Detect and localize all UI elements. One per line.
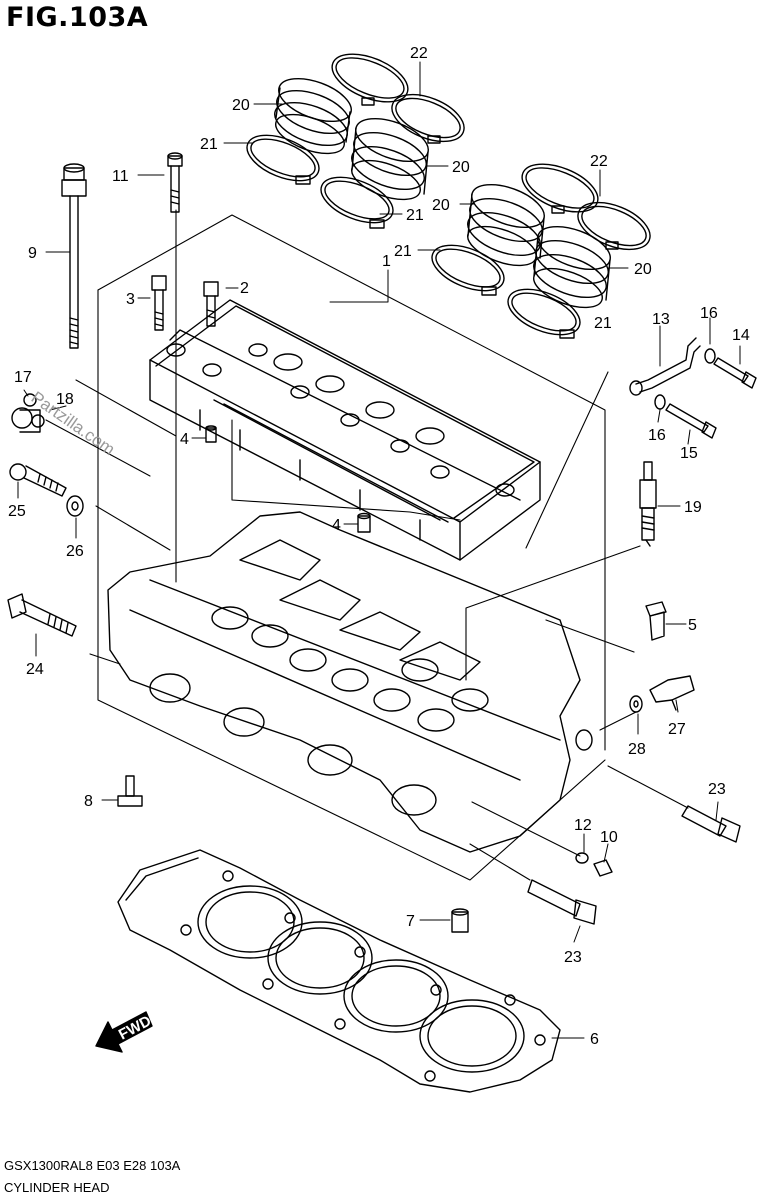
fwd-direction-arrow: FWD: [95, 1011, 154, 1053]
callout-22[interactable]: 22: [590, 153, 608, 170]
cylinder-head[interactable]: [107, 511, 593, 853]
callout-13[interactable]: 13: [652, 311, 670, 328]
callout-6[interactable]: 6: [590, 1031, 599, 1048]
bolt-23-right[interactable]: [681, 805, 741, 843]
callout-2[interactable]: 2: [240, 280, 249, 297]
intake-boot-20-middle[interactable]: [346, 110, 434, 207]
intake-boot-20-upper-left[interactable]: [269, 70, 357, 161]
bolt-8[interactable]: [117, 775, 143, 807]
clamp-21-right-lower[interactable]: [502, 280, 587, 344]
bolt-2[interactable]: [203, 281, 219, 327]
callout-19[interactable]: 19: [684, 499, 702, 516]
camshaft-holder-1[interactable]: [149, 299, 541, 561]
bolt-14[interactable]: [713, 357, 757, 389]
callout-leaders: [17, 61, 741, 1039]
callout-26[interactable]: 26: [66, 543, 84, 560]
clamp-21-middle[interactable]: [315, 168, 400, 232]
callout-10[interactable]: 10: [600, 829, 618, 846]
assembly-boundary-lines: [45, 209, 689, 881]
callout-28[interactable]: 28: [628, 741, 646, 758]
washer-12[interactable]: [575, 852, 589, 864]
callout-16[interactable]: 16: [700, 305, 718, 322]
dowel-pin-7[interactable]: [451, 908, 469, 933]
clamp-22-right-lower[interactable]: [571, 193, 656, 259]
callout-21[interactable]: 21: [406, 207, 424, 224]
sensor-5[interactable]: [645, 601, 667, 641]
callout-7[interactable]: 7: [406, 913, 415, 930]
callout-23[interactable]: 23: [708, 781, 726, 798]
callout-11[interactable]: 11: [112, 168, 129, 185]
clamp-22-right[interactable]: [385, 85, 470, 151]
bolt-15[interactable]: [665, 403, 717, 439]
bolt-3[interactable]: [151, 275, 167, 331]
callout-24[interactable]: 24: [26, 661, 44, 678]
footer-section-name: CYLINDER HEAD: [4, 1180, 110, 1195]
bolt-10[interactable]: [593, 859, 613, 877]
callout-22[interactable]: 22: [410, 45, 428, 62]
callout-9[interactable]: 9: [28, 245, 37, 262]
spark-plug-19[interactable]: [639, 461, 657, 547]
callout-20[interactable]: 20: [432, 197, 450, 214]
bolt-23-bottom[interactable]: [527, 879, 597, 925]
stud-bolt-9[interactable]: [61, 163, 87, 349]
bolt-11[interactable]: [167, 152, 183, 213]
washer-28[interactable]: [629, 695, 643, 713]
callout-23[interactable]: 23: [564, 949, 582, 966]
callout-20[interactable]: 20: [634, 261, 652, 278]
clamp-21-right-upper[interactable]: [426, 236, 511, 300]
dowel-pin-4-lower[interactable]: [357, 512, 371, 533]
callout-3[interactable]: 3: [126, 291, 135, 308]
callout-21[interactable]: 21: [394, 243, 412, 260]
sensor-27[interactable]: [649, 675, 695, 711]
plug-18[interactable]: [11, 407, 45, 433]
plug-17[interactable]: [23, 393, 37, 407]
clamp-21-left[interactable]: [241, 126, 326, 190]
callout-8[interactable]: 8: [84, 793, 93, 810]
head-gasket-6[interactable]: [117, 849, 561, 1093]
callout-12[interactable]: 12: [574, 817, 592, 834]
callout-21[interactable]: 21: [594, 315, 612, 332]
bolt-24[interactable]: [7, 593, 77, 637]
callout-16[interactable]: 16: [648, 427, 666, 444]
figure-title: FIG.103A: [6, 2, 149, 33]
footer-model-code: GSX1300RAL8 E03 E28 103A: [4, 1158, 181, 1173]
intake-boot-20-right-lower[interactable]: [528, 218, 616, 315]
callout-4[interactable]: 4: [180, 431, 189, 448]
washer-16-lower[interactable]: [654, 394, 666, 410]
clamp-22-upper[interactable]: [325, 44, 414, 111]
intake-boot-group: [241, 44, 656, 344]
callout-18[interactable]: 18: [56, 391, 74, 408]
callout-20[interactable]: 20: [232, 97, 250, 114]
callout-14[interactable]: 14: [732, 327, 750, 344]
dowel-pin-4-upper[interactable]: [205, 425, 217, 443]
bolt-25[interactable]: [9, 463, 67, 497]
washer-26[interactable]: [66, 495, 84, 517]
callout-numbers: 22 20 21 20 21 22 20 21 20 21 11 9 1 2 3…: [8, 45, 750, 1048]
callout-15[interactable]: 15: [680, 445, 698, 462]
washer-16-upper[interactable]: [704, 348, 716, 364]
callout-4[interactable]: 4: [332, 517, 341, 534]
callout-25[interactable]: 25: [8, 503, 26, 520]
callout-5[interactable]: 5: [688, 617, 697, 634]
callout-1[interactable]: 1: [382, 253, 391, 270]
callout-21[interactable]: 21: [200, 136, 218, 153]
callout-17[interactable]: 17: [14, 369, 32, 386]
callout-27[interactable]: 27: [668, 721, 686, 738]
pipe-13[interactable]: [629, 337, 701, 396]
callout-20[interactable]: 20: [452, 159, 470, 176]
